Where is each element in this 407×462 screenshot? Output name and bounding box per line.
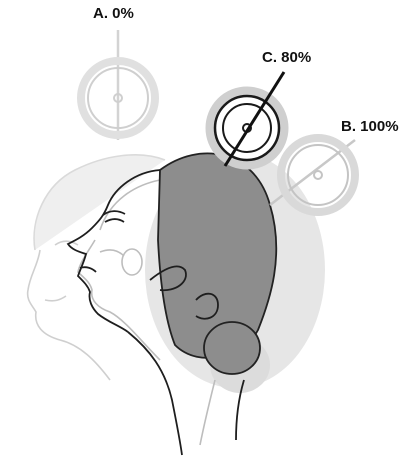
label-position-c: C. 80% — [262, 49, 311, 66]
label-position-a: A. 0% — [93, 5, 134, 22]
target-ring-a — [81, 30, 155, 140]
target-ring-c — [210, 72, 284, 166]
hair-c — [158, 153, 276, 374]
label-position-b: B. 100% — [341, 118, 399, 135]
